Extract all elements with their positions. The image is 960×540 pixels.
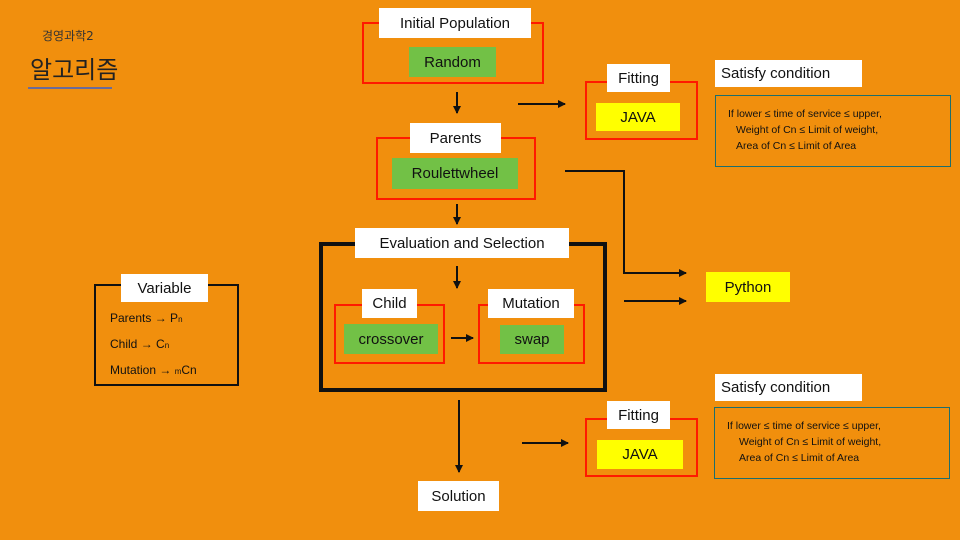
crossover-method: crossover — [344, 324, 438, 354]
condition-line: Weight of Cn ≤ Limit of weight, — [739, 436, 882, 448]
subtitle: 경영과학2 — [42, 29, 94, 43]
random-method: Random — [409, 47, 496, 77]
initial-population-label: Initial Population — [379, 8, 531, 38]
java-top-tool: JAVA — [596, 103, 680, 131]
evaluation-selection-label: Evaluation and Selection — [355, 228, 569, 258]
title-underline — [28, 87, 112, 89]
fitting-bottom-label: Fitting — [607, 401, 670, 429]
condition-top-title: Satisfy condition — [715, 60, 862, 87]
variable-item-mutation: Mutation → mCn — [110, 363, 197, 377]
arrow-parents-to-python — [565, 170, 687, 277]
child-label: Child — [362, 289, 417, 318]
mutation-label: Mutation — [488, 289, 574, 318]
condition-line: If lower ≤ time of service ≤ upper, — [728, 108, 882, 120]
roulettwheel-method: Roulettwheel — [392, 158, 518, 189]
condition-line: If lower ≤ time of service ≤ upper, — [727, 420, 881, 432]
java-bottom-tool: JAVA — [597, 440, 683, 469]
condition-line: Area of Cn ≤ Limit of Area — [739, 452, 860, 464]
variable-list: Parents → Pn Child → Cn Mutation → mCn — [110, 306, 235, 384]
variable-title: Variable — [121, 274, 208, 302]
solution-label: Solution — [418, 481, 499, 511]
condition-line: Weight of Cn ≤ Limit of weight, — [736, 124, 879, 136]
condition-bottom-box: If lower ≤ time of service ≤ upper, Weig… — [714, 407, 950, 479]
variable-item-child: Child → Cn — [110, 337, 170, 351]
python-label: Python — [706, 272, 790, 302]
parents-label: Parents — [410, 123, 501, 153]
fitting-top-label: Fitting — [607, 64, 670, 92]
condition-line: Area of Cn ≤ Limit of Area — [736, 140, 857, 152]
swap-method: swap — [500, 325, 564, 354]
condition-top-box: If lower ≤ time of service ≤ upper, Weig… — [715, 95, 951, 167]
condition-bottom-title: Satisfy condition — [715, 374, 862, 401]
page-title: 알고리즘 — [30, 56, 119, 84]
variable-item-parents: Parents → Pn — [110, 311, 183, 325]
